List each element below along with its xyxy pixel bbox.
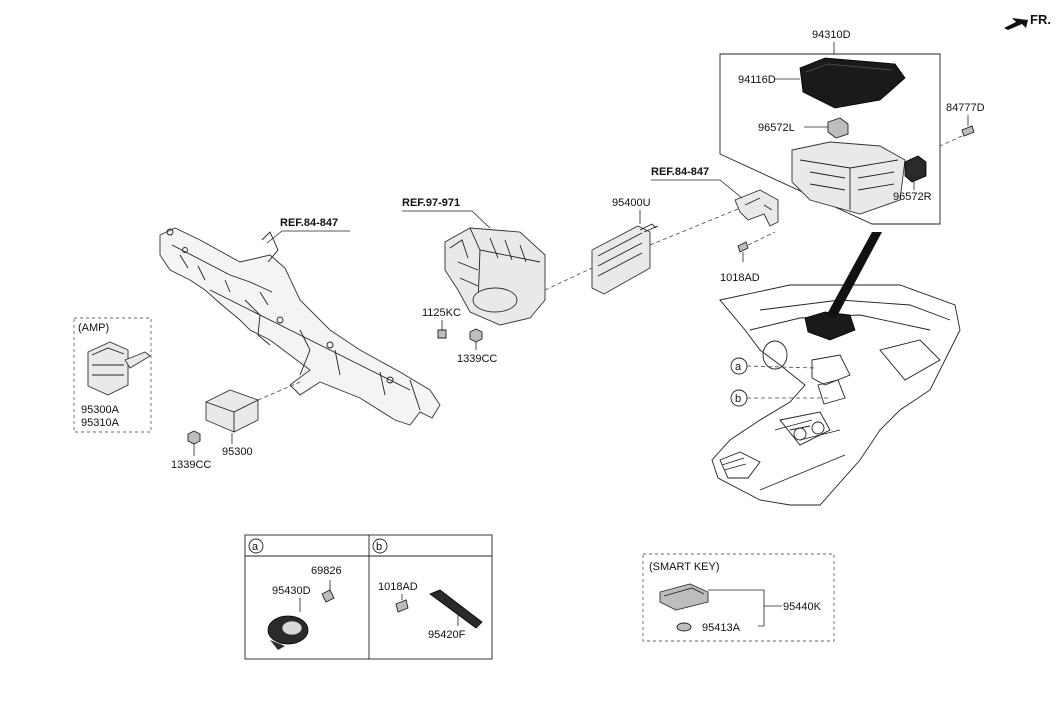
part-1018AD-b-label: 1018AD — [378, 581, 418, 593]
crash-pad-frame — [159, 227, 441, 426]
part-95420F-label: 95420F — [428, 629, 466, 641]
display-94116D — [799, 57, 906, 109]
smart-key-group-label: (SMART KEY) — [649, 561, 720, 573]
part-1125KC-label: 1125KC — [422, 307, 461, 319]
head-unit-group: 94310D 94116D 96572L 96572R — [719, 29, 941, 225]
part-95300A-label: 95300A — [81, 404, 120, 416]
nut-1339CC-left: 1339CC — [171, 430, 211, 471]
callout-b-marker: b — [730, 389, 828, 407]
part-95400U-label: 95400U — [612, 197, 651, 209]
part-96572L-label: 96572L — [758, 122, 795, 134]
part-95440K-label: 95440K — [783, 601, 822, 613]
ref-heater: REF.97-971 — [402, 197, 491, 229]
screw-1018AD-top: 1018AD — [720, 231, 776, 284]
callout-b-letter: b — [735, 393, 741, 405]
detail-a-letter: a — [252, 541, 259, 553]
bracket — [734, 189, 779, 227]
front-arrow-icon — [1004, 18, 1028, 30]
part-95300-label: 95300 — [222, 446, 253, 458]
detail-b-letter: b — [376, 541, 382, 553]
part-96572R-label: 96572R — [893, 191, 932, 203]
switch-95430D — [267, 615, 309, 650]
screw-84777D: 84777D — [939, 102, 985, 147]
head-unit-body — [791, 141, 906, 215]
part-94310D-label: 94310D — [812, 29, 851, 41]
part-95413A-label: 95413A — [702, 622, 741, 634]
ref-bracket-label: REF.84-847 — [651, 166, 709, 178]
front-direction-indicator: FR. — [1004, 12, 1051, 30]
part-1018AD-top-label: 1018AD — [720, 272, 760, 284]
ref-heater-label: REF.97-971 — [402, 197, 460, 209]
heater-unit — [444, 227, 546, 326]
front-direction-label: FR. — [1030, 12, 1051, 27]
amp-unit — [87, 341, 151, 396]
ref-bracket: REF.84-847 — [651, 166, 743, 199]
screw-1125KC: 1125KC — [422, 307, 461, 339]
key-battery-95413A — [676, 622, 692, 632]
detail-a: a 69826 95430D — [248, 538, 342, 650]
smart-key-group: (SMART KEY) 95440K 95413A — [642, 553, 835, 642]
vehicle-interior — [711, 284, 961, 506]
pointer-wedge — [826, 232, 882, 318]
connector-96572R — [904, 155, 927, 183]
part-94116D-label: 94116D — [738, 74, 776, 86]
ref-crash-pad: REF.84-847 — [266, 217, 350, 244]
ref-crash-pad-label: REF.84-847 — [280, 217, 338, 229]
callout-a-letter: a — [735, 361, 742, 373]
part-1339CC-center-label: 1339CC — [457, 353, 497, 365]
part-84777D-label: 84777D — [946, 102, 985, 114]
amp-group-label: (AMP) — [78, 322, 109, 334]
module-95300: 95300 — [205, 381, 301, 458]
amp-group: (AMP) 95300A 95310A — [73, 317, 152, 433]
callout-a-marker: a — [730, 357, 817, 375]
nut-1339CC-center: 1339CC — [457, 328, 497, 365]
connector-96572L — [827, 117, 849, 139]
part-95430D-label: 95430D — [272, 585, 311, 597]
smart-key-fob — [659, 583, 709, 611]
part-69826-label: 69826 — [311, 565, 342, 577]
detail-b: b 1018AD 95420F — [372, 538, 483, 641]
detail-box — [244, 534, 493, 660]
part-1339CC-left-label: 1339CC — [171, 459, 211, 471]
part-95310A-label: 95310A — [81, 417, 120, 429]
bracket-95420F — [429, 589, 483, 629]
